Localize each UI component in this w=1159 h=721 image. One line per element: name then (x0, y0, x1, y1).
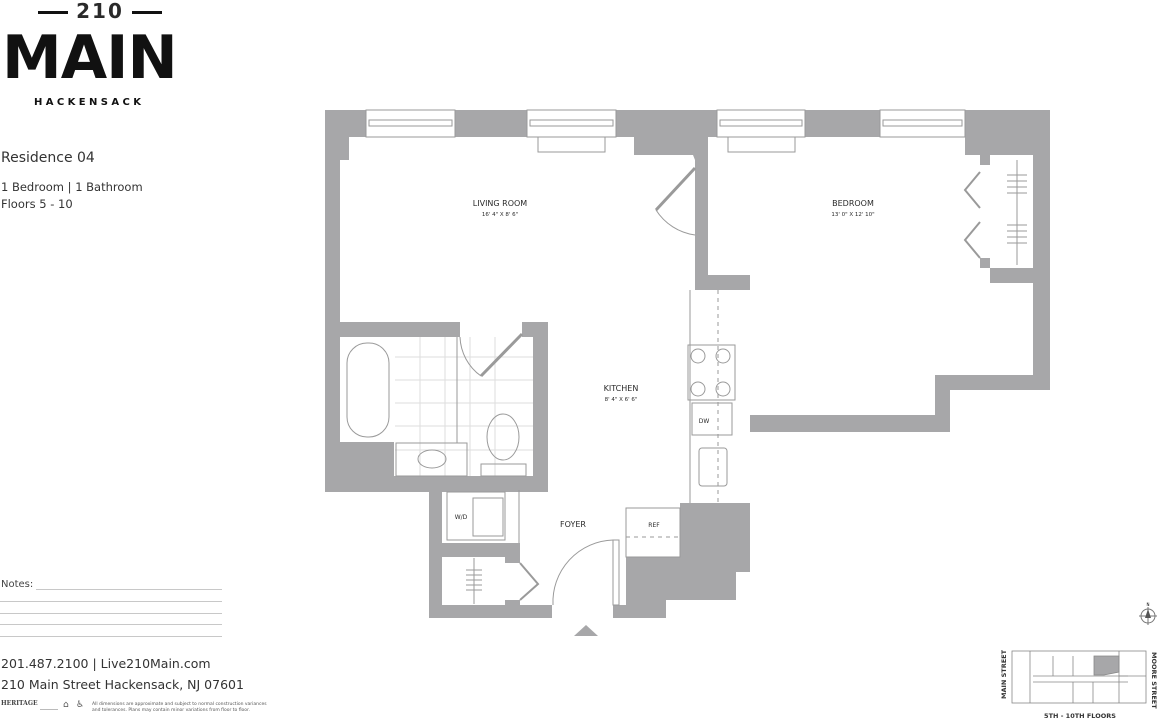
door-swing (655, 209, 696, 236)
window (716, 109, 806, 138)
logo-city: HACKENSACK (34, 97, 145, 108)
burner (690, 348, 706, 364)
bathroom-door[interactable] (479, 332, 524, 378)
stove (687, 344, 736, 401)
wall (429, 605, 552, 618)
window (368, 119, 453, 127)
kitchen-dims: 8' 4" X 6' 6" (605, 397, 638, 403)
wall (613, 110, 750, 618)
wall (805, 110, 880, 137)
burner (715, 348, 731, 364)
compass-icon: N (1139, 602, 1157, 625)
moore-street-label: MOORE STREET (1150, 652, 1158, 709)
residence-floors: Floors 5 - 10 (1, 197, 73, 211)
residence-title: Residence 04 (1, 150, 95, 166)
wall (429, 490, 442, 618)
kitchen-label: KITCHEN (604, 384, 639, 393)
main-street-label: MAIN STREET (1000, 649, 1008, 699)
dishwasher (691, 402, 733, 436)
residence-rooms: 1 Bedroom | 1 Bathroom (1, 180, 143, 195)
vanity (395, 442, 468, 477)
note-line (0, 636, 222, 637)
living-room-label: LIVING ROOM (473, 199, 528, 208)
window (879, 109, 966, 138)
washer-dryer-unit (472, 497, 504, 537)
washer-dryer (446, 491, 506, 541)
dishwasher-label: DW (699, 418, 710, 425)
entry-door[interactable] (612, 539, 620, 606)
bedroom-dims: 13' 0" X 12' 10" (831, 212, 874, 218)
wall (442, 543, 520, 557)
wall (455, 110, 527, 137)
door[interactable] (654, 166, 697, 212)
bedroom-count: 1 Bedroom (1, 180, 64, 194)
toilet-tank (480, 463, 527, 477)
sink (417, 449, 447, 469)
note-line (0, 624, 222, 625)
partner-logo (40, 702, 58, 710)
disclaimer: All dimensions are approximate and subje… (92, 702, 267, 713)
hangers (1007, 174, 1027, 244)
burner (690, 381, 706, 397)
bathroom-count: 1 Bathroom (75, 180, 143, 194)
equal-housing-icon: ⌂ (63, 700, 69, 710)
notes-label: Notes: (1, 579, 34, 590)
bifold-door[interactable] (963, 171, 981, 209)
refrigerator (625, 507, 681, 558)
window (882, 119, 963, 127)
bathtub (346, 342, 390, 438)
wall (980, 258, 990, 268)
unit-highlight (1093, 655, 1120, 676)
washer-dryer-label: W/D (455, 514, 468, 521)
window (529, 119, 614, 127)
wall (325, 110, 366, 490)
radiator (727, 136, 796, 153)
hangers (466, 569, 482, 591)
bifold-door[interactable] (519, 562, 540, 601)
separator: | (67, 180, 72, 194)
window (365, 109, 456, 138)
wall (505, 600, 520, 605)
toilet (486, 413, 520, 461)
window (719, 119, 803, 127)
wall (325, 322, 460, 337)
kitchen-sink (698, 447, 728, 487)
logo-number: 210 (0, 0, 200, 22)
door-swing (552, 539, 614, 606)
wall (505, 557, 520, 563)
key-plan-floors: 5TH - 10TH FLOORS (1044, 712, 1116, 720)
refrigerator-label: REF (648, 522, 660, 529)
bifold-door[interactable] (963, 221, 981, 259)
room-labels: LIVING ROOM 16' 4" X 8' 6" BEDROOM 13' 0… (455, 199, 875, 529)
foyer-label: FOYER (560, 520, 586, 529)
wall (750, 110, 1050, 432)
note-line (36, 589, 222, 590)
bedroom-label: BEDROOM (832, 199, 874, 208)
note-line (0, 601, 222, 602)
heritage-logo: HERITAGE (1, 700, 38, 707)
logo-main: MAIN (2, 23, 178, 93)
accessibility-icon: ♿ (76, 700, 85, 710)
fixtures (346, 109, 1027, 606)
walls (325, 110, 1050, 618)
entry-arrow-icon (574, 625, 598, 636)
door-swing (459, 336, 482, 377)
compass-north: N (1147, 602, 1150, 607)
note-line (0, 613, 222, 614)
living-room-dims: 16' 4" X 8' 6" (482, 212, 518, 218)
key-plan (1011, 650, 1147, 704)
window (526, 109, 617, 138)
burner (715, 381, 731, 397)
radiator (537, 136, 606, 153)
wall (325, 322, 548, 492)
contact-address: 210 Main Street Hackensack, NJ 07601 (1, 677, 244, 692)
contact-phone-web[interactable]: 201.487.2100 | Live210Main.com (1, 656, 211, 671)
tile-grid (395, 337, 533, 476)
